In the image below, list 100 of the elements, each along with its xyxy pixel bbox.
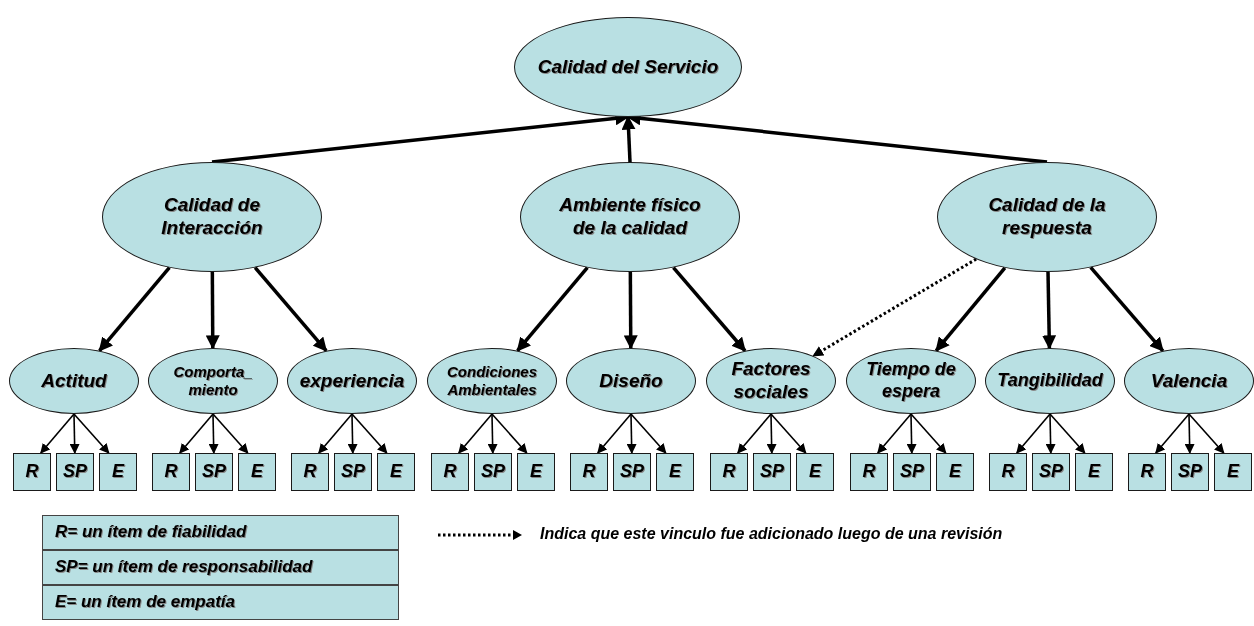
arrow <box>39 413 75 454</box>
item-box <box>1214 453 1252 491</box>
arrow <box>253 266 328 352</box>
arrow <box>487 413 498 454</box>
node-label: SP <box>1178 461 1202 483</box>
item-box <box>517 453 555 491</box>
node-label: E <box>390 461 402 483</box>
node-label: R= un ítem de fiabilidad <box>55 522 247 543</box>
node-label: Actitud <box>41 369 107 393</box>
item-box <box>334 453 372 491</box>
node-label: R <box>303 461 317 483</box>
node-label: SP= un ítem de responsabilidad <box>55 557 313 578</box>
item-box <box>99 453 137 491</box>
legend-text: Indica que este vinculo fue adicionado luego de una revisión <box>540 525 1003 543</box>
arrow <box>1042 271 1057 350</box>
node-label: R <box>443 461 457 483</box>
item-box <box>656 453 694 491</box>
arrow <box>770 413 807 454</box>
arrow <box>630 413 667 454</box>
node-label: R <box>1140 461 1154 483</box>
node-label: Calidad de Interacción <box>160 194 264 240</box>
node-label: SP <box>481 461 505 483</box>
node-label: SP <box>63 461 87 483</box>
node-label: Ambiente físico de la calidad <box>558 194 702 240</box>
legend-box <box>42 515 399 550</box>
arrow <box>351 413 388 454</box>
arrow <box>516 266 589 352</box>
node-label: E <box>251 461 263 483</box>
item-box <box>152 453 190 491</box>
node-label: Valencia <box>1150 369 1228 393</box>
node-label: SP <box>620 461 644 483</box>
node-label: R <box>862 461 876 483</box>
arrow <box>934 266 1007 352</box>
arrow <box>596 413 632 454</box>
node-label: E <box>1227 461 1239 483</box>
node-label: Tiempo de espera <box>865 359 957 403</box>
item-box <box>850 453 888 491</box>
arrow <box>1049 413 1086 454</box>
arrow <box>766 413 777 454</box>
arrow <box>626 413 637 454</box>
dotted-arrow <box>812 257 977 358</box>
item-box <box>431 453 469 491</box>
arrow <box>910 413 947 454</box>
arrow <box>736 413 772 454</box>
item-box <box>1032 453 1070 491</box>
node-label: experiencia <box>299 369 405 393</box>
arrow <box>347 413 358 454</box>
item-box <box>291 453 329 491</box>
arrow <box>1188 413 1225 454</box>
node-label: R <box>722 461 736 483</box>
arrow <box>1089 266 1165 352</box>
node-label: Tangibilidad <box>997 370 1103 392</box>
arrow <box>73 413 110 454</box>
arrow <box>69 413 80 454</box>
node-label: Condiciones Ambientales <box>446 363 538 399</box>
item-box <box>195 453 233 491</box>
legend-box <box>42 550 399 585</box>
arrow <box>212 413 249 454</box>
item-box <box>56 453 94 491</box>
node-label: Diseño <box>599 369 663 393</box>
node-label: E <box>949 461 961 483</box>
node-label: E <box>530 461 542 483</box>
item-box <box>893 453 931 491</box>
node-label: Calidad de la respuesta <box>987 194 1107 240</box>
node-label: Factores sociales <box>730 358 812 404</box>
arrow <box>876 413 912 454</box>
arrow <box>1154 413 1190 454</box>
arrow <box>621 115 636 163</box>
node-label: E <box>112 461 124 483</box>
node-label: SP <box>760 461 784 483</box>
item-box <box>474 453 512 491</box>
node-label: SP <box>202 461 226 483</box>
arrow <box>1045 413 1056 454</box>
arrow <box>623 272 638 350</box>
arrow <box>672 266 747 352</box>
node-label: Calidad del Servicio <box>537 55 719 79</box>
item-box <box>1075 453 1113 491</box>
node-label: R <box>582 461 596 483</box>
item-box <box>710 453 748 491</box>
node-label: E <box>1088 461 1100 483</box>
arrow <box>208 413 219 454</box>
arrow <box>906 413 917 454</box>
arrow <box>457 413 493 454</box>
arrow <box>1184 413 1195 454</box>
node-label: Comporta_ miento <box>173 363 253 399</box>
arrow <box>1015 413 1051 454</box>
node-label: E= un ítem de empatía <box>55 592 235 613</box>
item-box <box>570 453 608 491</box>
legend-box <box>42 585 399 620</box>
arrow <box>491 413 528 454</box>
node-label: E <box>669 461 681 483</box>
item-box <box>238 453 276 491</box>
node-label: R <box>1001 461 1015 483</box>
node-label: SP <box>1039 461 1063 483</box>
node-label: R <box>164 461 178 483</box>
arrow <box>205 272 220 350</box>
node-label: E <box>809 461 821 483</box>
item-box <box>1128 453 1166 491</box>
item-box <box>989 453 1027 491</box>
node-label: R <box>25 461 39 483</box>
